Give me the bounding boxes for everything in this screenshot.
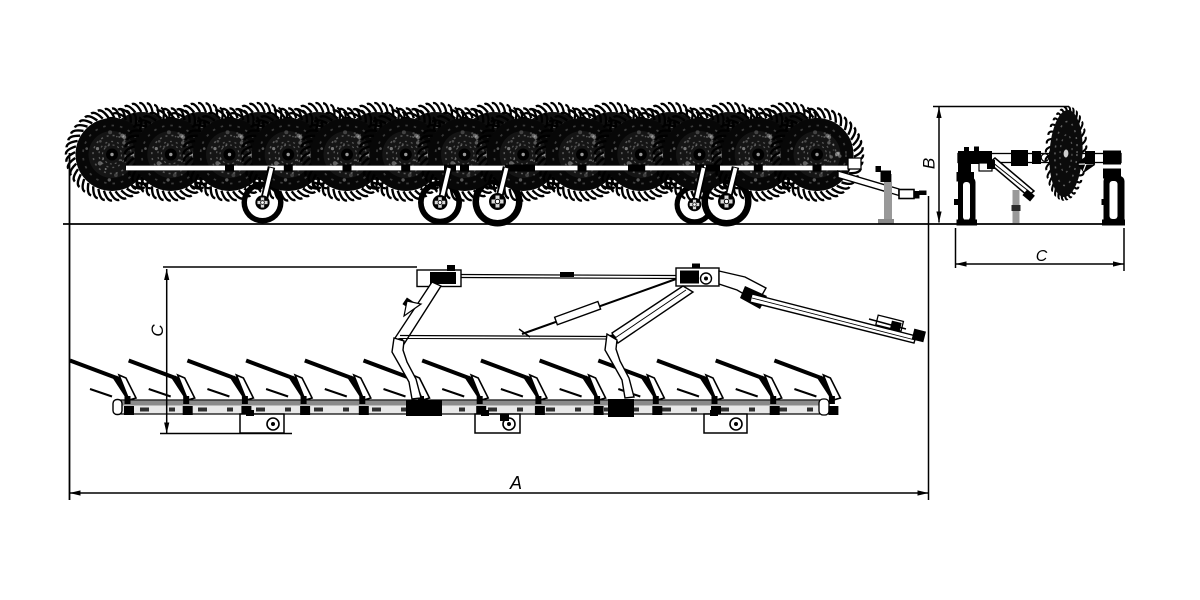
svg-text:C: C bbox=[148, 324, 167, 337]
svg-text:A: A bbox=[509, 473, 522, 493]
svg-text:B: B bbox=[920, 158, 939, 169]
svg-text:C: C bbox=[1036, 248, 1048, 265]
